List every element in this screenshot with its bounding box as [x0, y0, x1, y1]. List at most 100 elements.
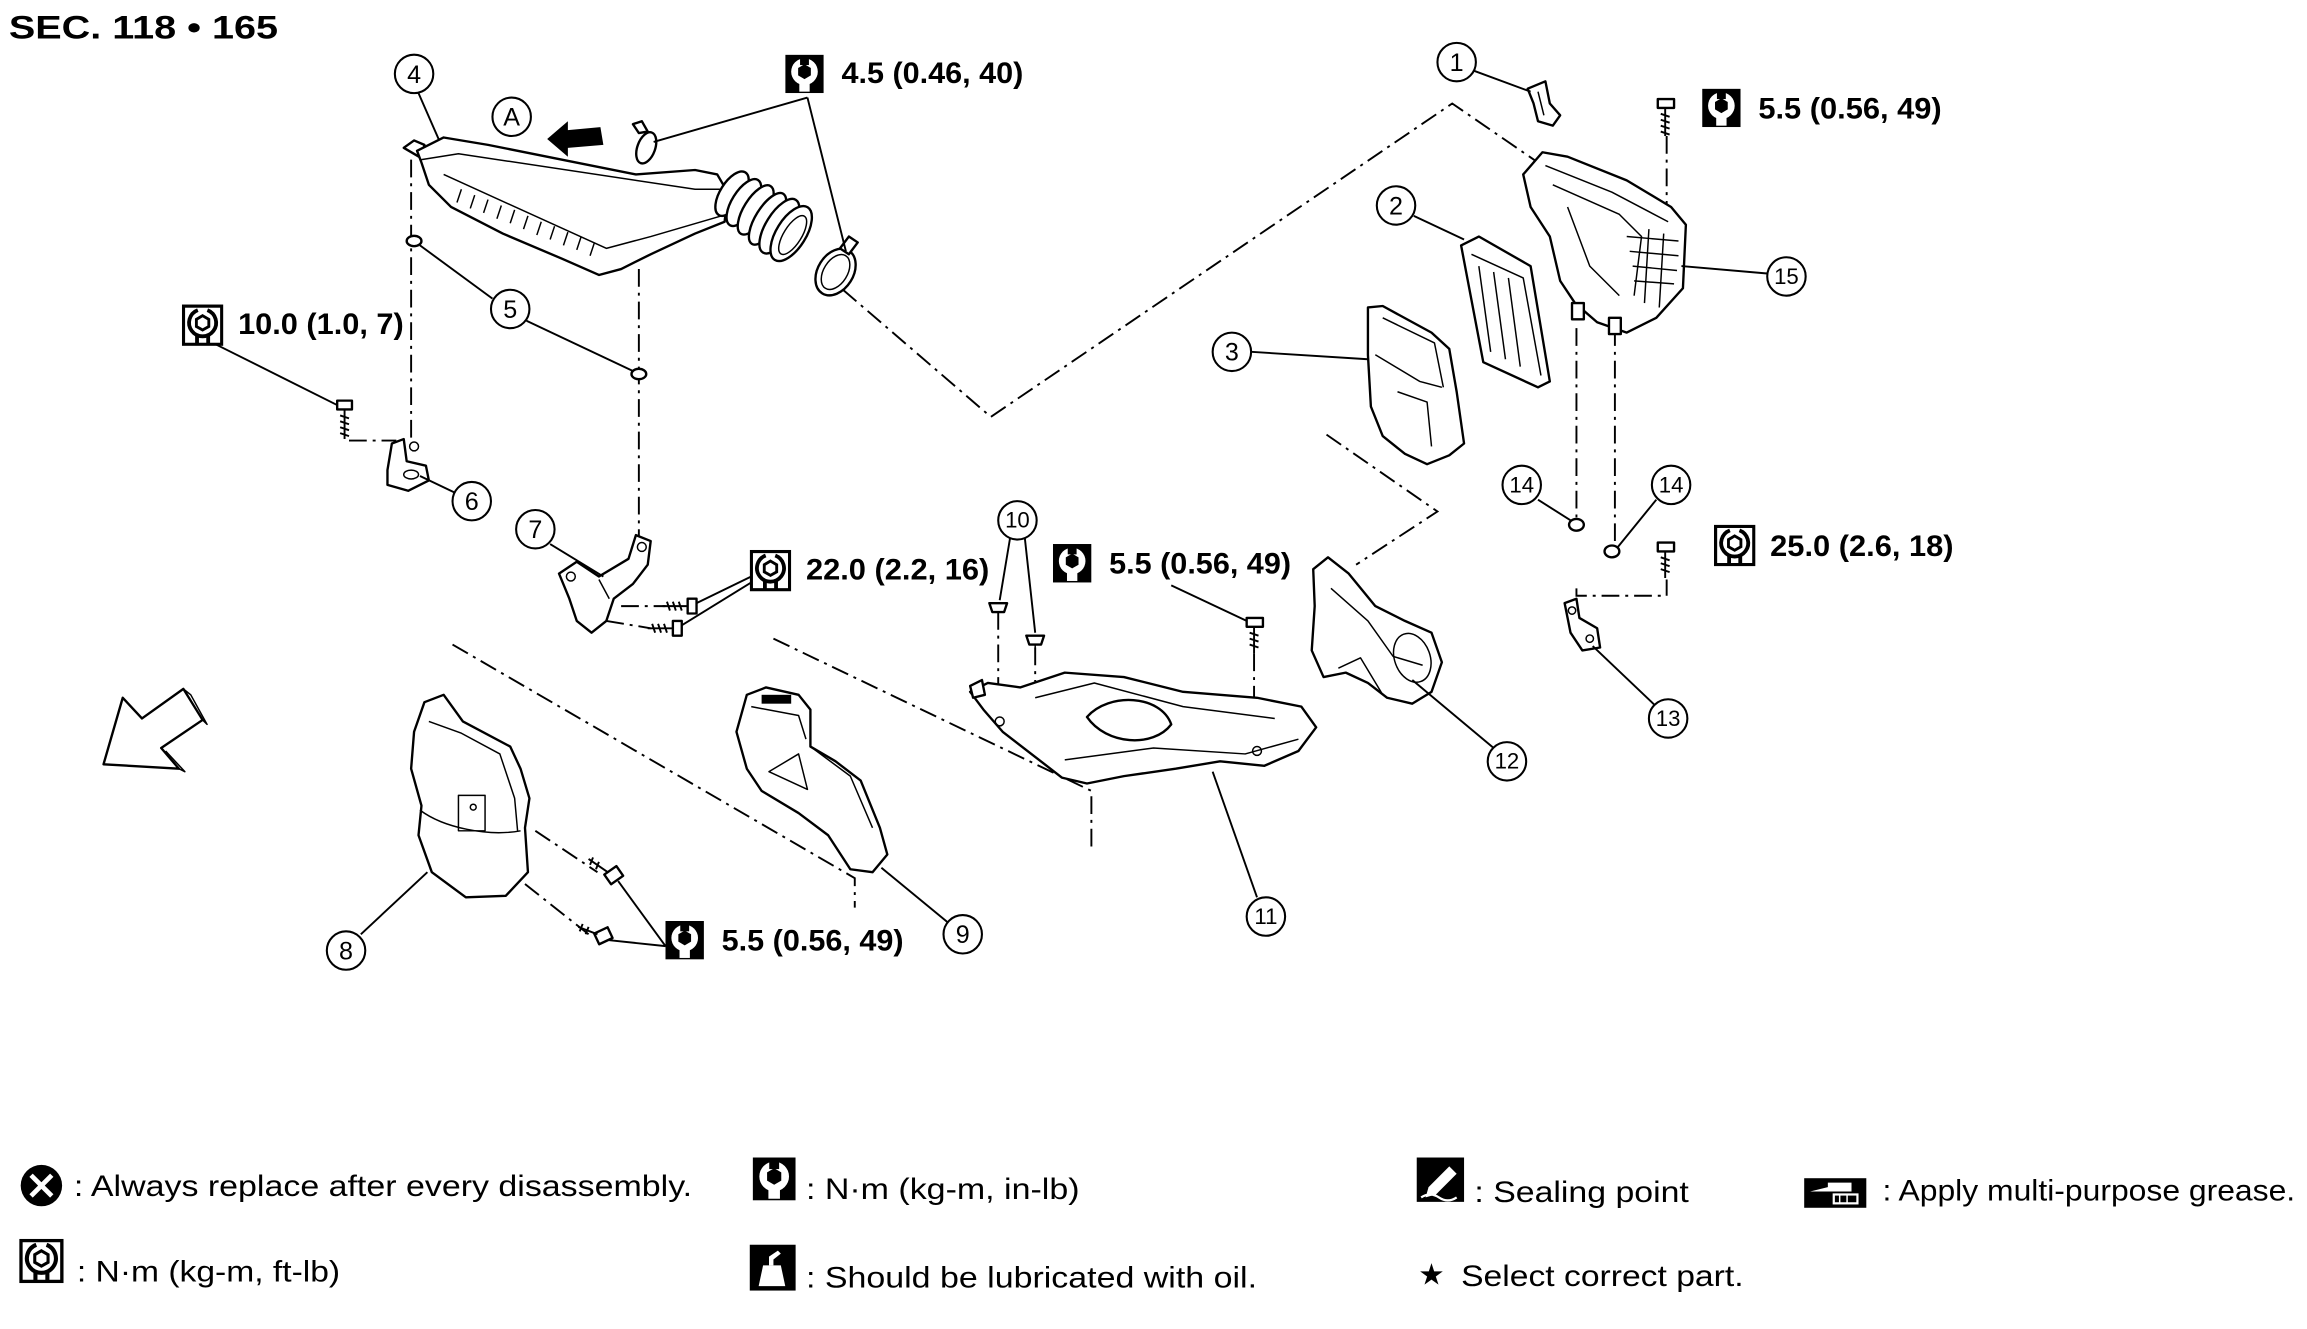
callout-11: 11: [1245, 896, 1287, 937]
callout-4: 4: [393, 53, 435, 95]
callout-5: 5: [489, 288, 531, 330]
torque-wrench-outline-icon: [749, 549, 792, 592]
torque-spec-case-top-bolt: 5.5 (0.56, 49): [1702, 88, 1942, 128]
svg-text:10: 10: [1005, 508, 1030, 533]
svg-text:14: 14: [1509, 472, 1534, 497]
legend-label: : N·m (kg-m, ft-lb): [77, 1256, 340, 1289]
hose-clamp-upper: [631, 120, 658, 165]
torque-value: 25.0 (2.6, 18): [1770, 530, 1953, 563]
svg-text:A: A: [503, 104, 520, 132]
grease-gun-icon: [1804, 1178, 1867, 1208]
torque-wrench-outline-icon: [181, 304, 224, 346]
svg-text:5: 5: [503, 296, 517, 324]
callout-12: 12: [1486, 741, 1528, 782]
bolt: [588, 857, 625, 886]
air-duct-part-12: [1310, 556, 1444, 705]
svg-text:9: 9: [956, 921, 970, 949]
bracket-part-6: [386, 437, 431, 492]
legend-label: : Should be lubricated with oil.: [806, 1262, 1257, 1295]
air-duct-part-3: [1366, 304, 1466, 466]
legend-item-always-replace: : Always replace after every disassembly…: [20, 1164, 692, 1207]
air-duct-part-4: [402, 136, 814, 277]
air-duct-part-8: [409, 693, 531, 899]
callout-14-left: 14: [1501, 464, 1542, 506]
torque-wrench-filled-icon: [1052, 544, 1092, 583]
torque-spec-bracket-6-bolt: 10.0 (1.0, 7): [181, 304, 404, 346]
front-arrow-icon: [102, 687, 208, 773]
callout-9: 9: [942, 914, 983, 955]
callout-1: 1: [1436, 41, 1477, 83]
legend-label: : Sealing point: [1474, 1176, 1688, 1209]
svg-text:6: 6: [465, 488, 479, 516]
leader-lines: [215, 70, 1768, 948]
svg-text:8: 8: [339, 937, 353, 965]
crossed-circle-icon: [20, 1164, 63, 1207]
legend-item-grease: : Apply multi-purpose grease.: [1804, 1174, 2296, 1208]
air-duct-part-9: [735, 686, 889, 874]
torque-spec-duct-8-bolts: 5.5 (0.56, 49): [665, 920, 904, 960]
torque-value: 10.0 (1.0, 7): [238, 308, 404, 341]
air-filter-part-2: [1459, 235, 1552, 389]
legend-label: : Always replace after every disassembly…: [74, 1170, 692, 1203]
svg-text:3: 3: [1225, 339, 1239, 367]
callout-2: 2: [1375, 185, 1417, 226]
bolt: [335, 399, 354, 440]
view-a-direction-arrow-icon: [547, 121, 604, 157]
svg-text:1: 1: [1450, 49, 1464, 77]
torque-wrench-filled-icon: [1702, 88, 1741, 128]
torque-spec-duct-clamps: 4.5 (0.46, 40): [785, 54, 1023, 94]
svg-text:4: 4: [407, 61, 421, 89]
bolt: [1245, 616, 1265, 654]
callout-10: 10: [997, 500, 1038, 541]
callout-6: 6: [451, 480, 493, 522]
grommet-part-14: [1567, 517, 1586, 532]
callout-3: 3: [1211, 331, 1253, 373]
torque-wrench-outline-icon: [21, 1241, 62, 1282]
sealant-pen-icon: [1416, 1157, 1465, 1202]
torque-wrench-outline-icon: [1713, 524, 1756, 567]
clip-part-1: [1526, 80, 1562, 127]
torque-wrench-filled-icon: [785, 54, 824, 94]
legend: : Always replace after every disassembly…: [20, 1157, 2296, 1295]
air-cleaner-case-part-15: [1522, 151, 1688, 336]
svg-text:11: 11: [1254, 904, 1277, 929]
torque-wrench-filled-icon: [665, 920, 704, 960]
torque-spec-bracket-13-bolt: 25.0 (2.6, 18): [1713, 524, 1954, 567]
torque-spec-bracket-7-bolts: 22.0 (2.2, 16): [749, 549, 989, 592]
svg-text:7: 7: [528, 516, 542, 544]
bracket-part-7: [557, 533, 652, 634]
hose-clamp-lower: [814, 235, 859, 297]
svg-text:2: 2: [1389, 192, 1403, 220]
torque-wrench-filled-icon: [752, 1157, 796, 1201]
legend-item-torque-ft-lb: : N·m (kg-m, ft-lb): [21, 1241, 340, 1289]
callout-8: 8: [325, 930, 367, 971]
legend-item-select-part: ★ Select correct part.: [1418, 1259, 1743, 1293]
callout-15: 15: [1766, 256, 1807, 297]
torque-value: 5.5 (0.56, 49): [1758, 92, 1941, 125]
grommet-part-14: [1603, 544, 1621, 559]
svg-text:14: 14: [1659, 472, 1684, 497]
svg-text:15: 15: [1774, 264, 1799, 289]
torque-spec-duct-11-bolt: 5.5 (0.56, 49): [1052, 544, 1291, 583]
clip-part-10: [1025, 634, 1046, 654]
callout-7: 7: [515, 508, 556, 550]
washer-part-5: [630, 367, 648, 381]
torque-value: 5.5 (0.56, 49): [1109, 548, 1291, 581]
star-icon: ★: [1418, 1259, 1445, 1292]
bolt: [647, 619, 683, 637]
callout-14-right: 14: [1650, 464, 1692, 506]
torque-value: 4.5 (0.46, 40): [841, 57, 1023, 90]
bolt: [1656, 541, 1676, 579]
svg-text:13: 13: [1656, 706, 1681, 731]
bolt: [1656, 97, 1676, 137]
legend-label: : Apply multi-purpose grease.: [1883, 1174, 2296, 1207]
air-duct-part-11: [968, 671, 1318, 785]
oil-can-icon: [749, 1244, 796, 1291]
legend-item-sealing-point: : Sealing point: [1416, 1157, 1689, 1209]
legend-item-torque-in-lb: : N·m (kg-m, in-lb): [752, 1157, 1080, 1206]
torque-value: 22.0 (2.2, 16): [806, 554, 989, 587]
svg-text:12: 12: [1495, 749, 1520, 774]
assembly-chain-lines: [349, 102, 1668, 936]
torque-value: 5.5 (0.56, 49): [722, 925, 904, 958]
